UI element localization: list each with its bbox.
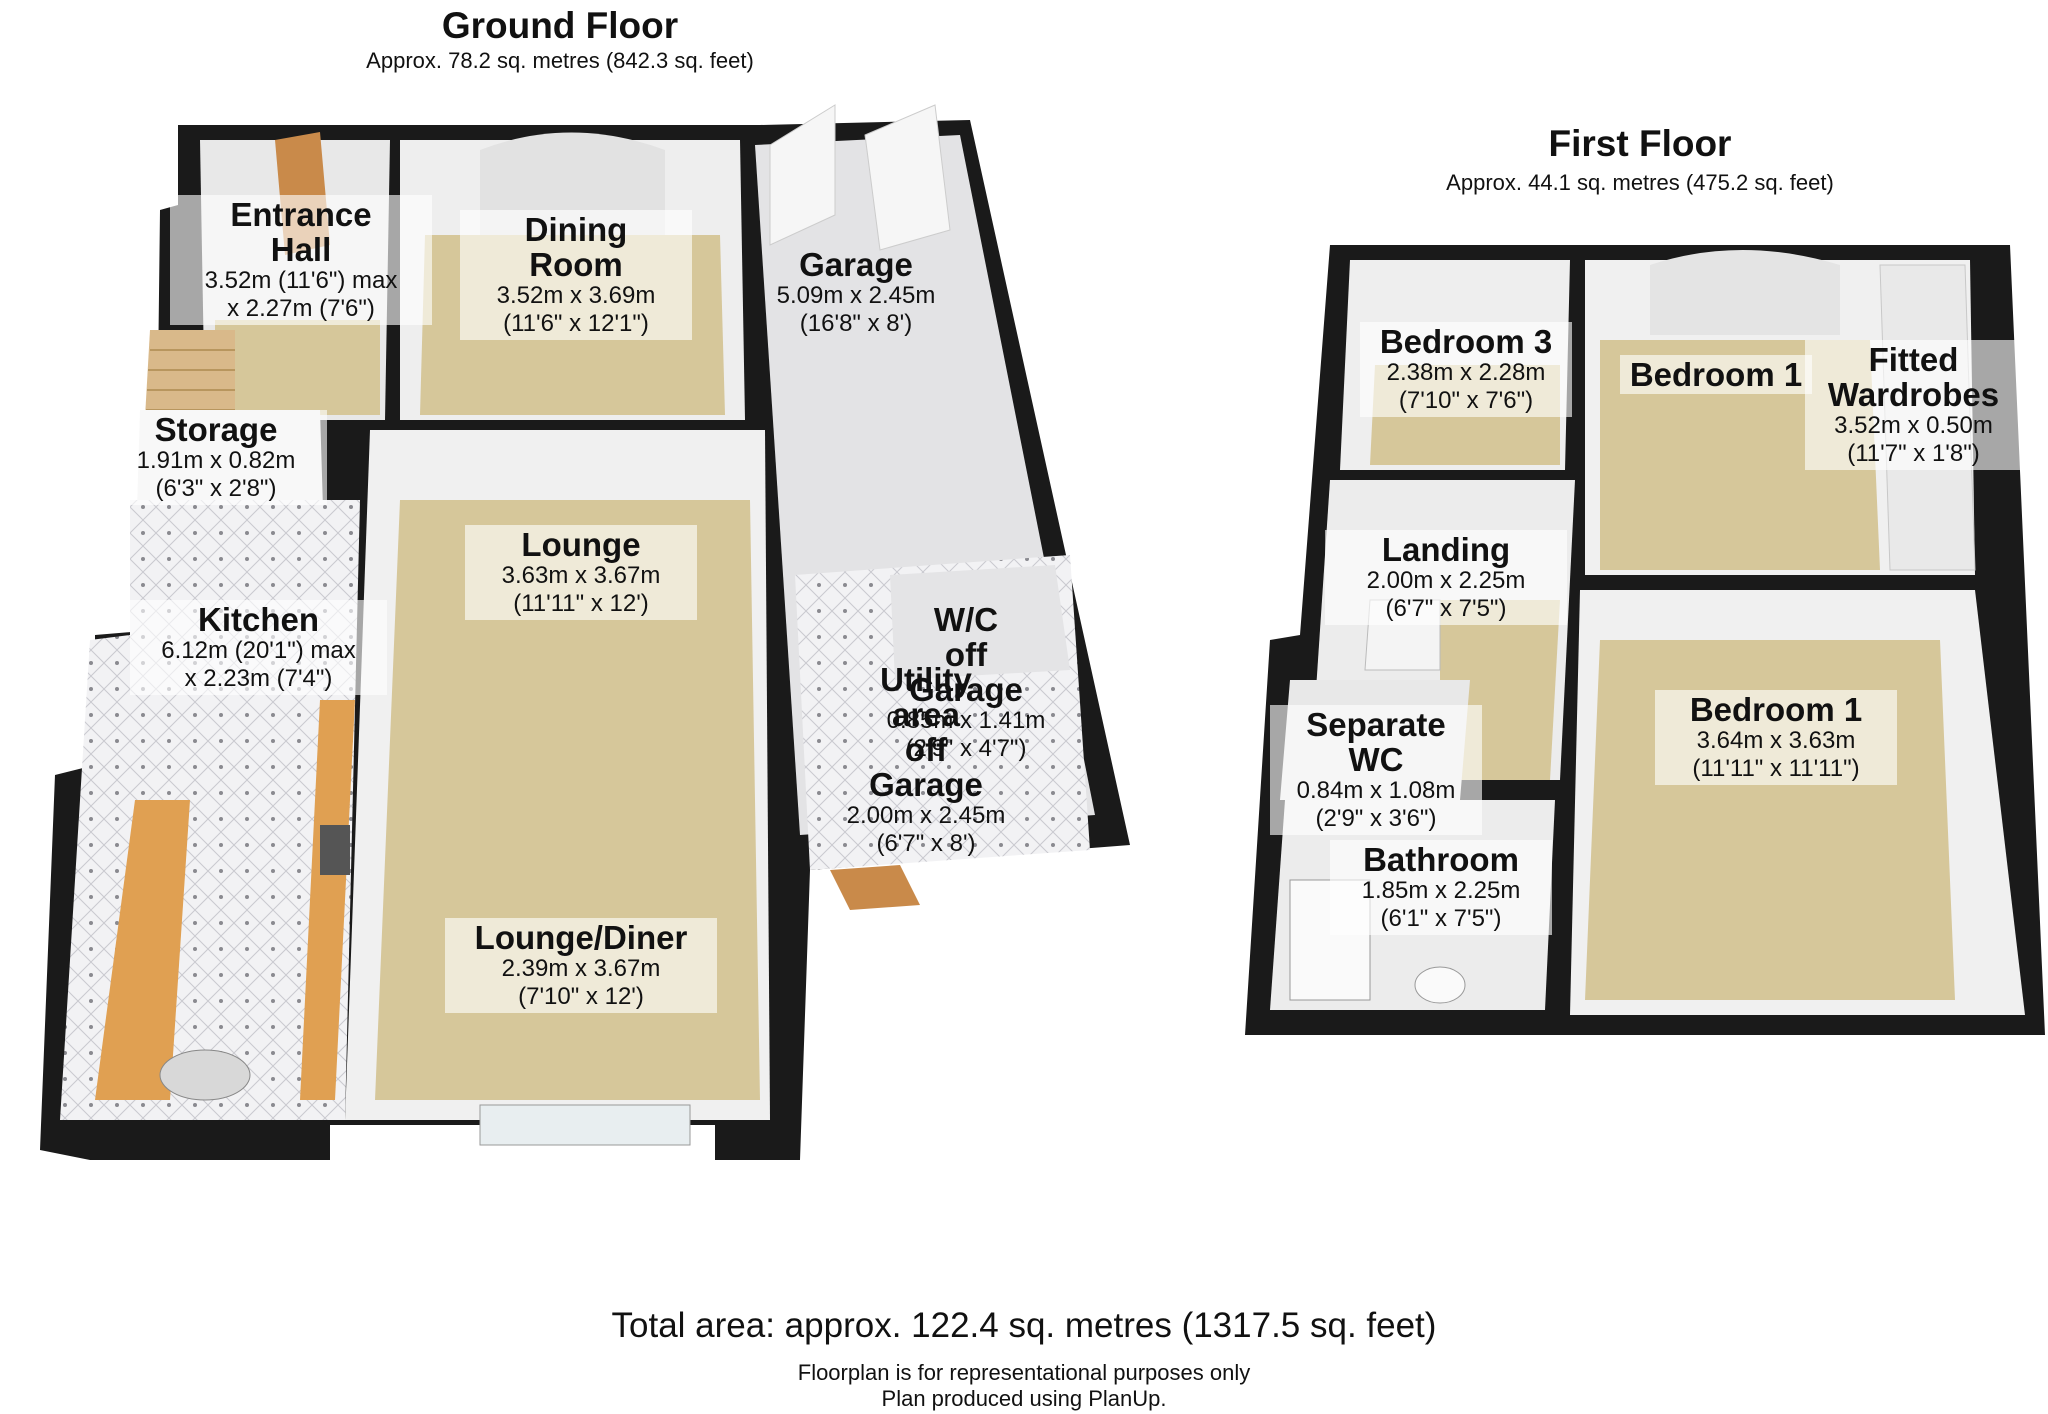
bay-window-bedroom (1650, 250, 1840, 335)
basin (1414, 966, 1466, 1004)
separate-wc-floor (1280, 680, 1470, 800)
first-floor-stairs (1364, 599, 1441, 671)
top-bedroom-carpet (1600, 340, 1880, 570)
fitted-wardrobes (1879, 264, 1976, 571)
back-door (830, 865, 920, 910)
kitchen-sink (159, 1049, 251, 1101)
first-floor-plan (1245, 245, 2045, 1035)
dining-room-carpet (420, 235, 725, 415)
garage-door-right (864, 104, 951, 251)
garage-door-left (769, 104, 836, 246)
bath-tub (1289, 879, 1371, 1001)
wc-floor (890, 565, 1070, 680)
ground-floor-plan (40, 104, 1130, 1160)
hob (320, 825, 350, 875)
entrance-hall-carpet (215, 320, 380, 415)
lounge-carpet (375, 500, 760, 1100)
kitchen-worktop-right (300, 700, 355, 1100)
lounge-window (479, 1104, 691, 1146)
bay-window-dining (480, 132, 665, 235)
bedroom3-carpet (1370, 365, 1560, 465)
kitchen-worktop-left (95, 800, 190, 1100)
bedroom1-carpet (1585, 640, 1955, 1000)
